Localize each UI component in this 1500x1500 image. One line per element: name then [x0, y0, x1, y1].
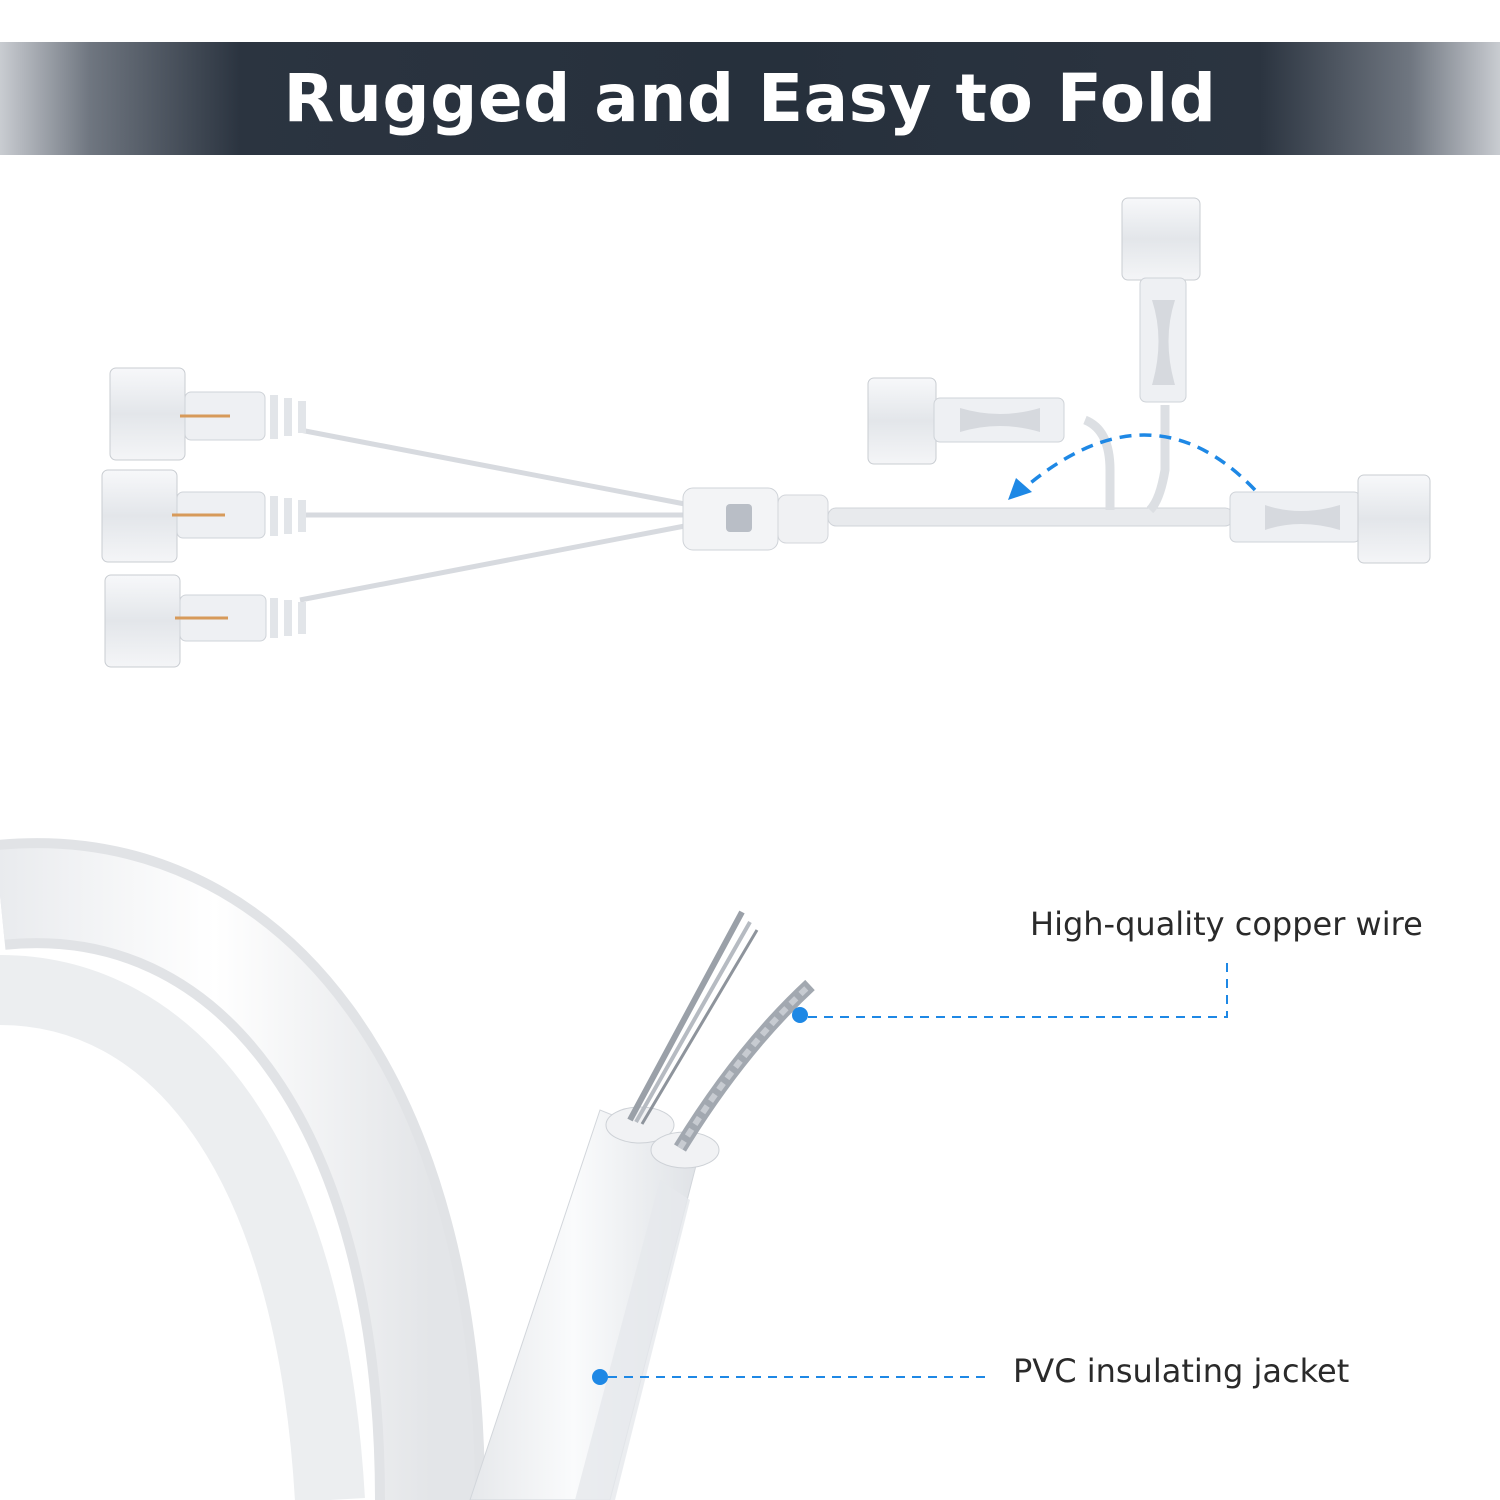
curved-arrow-icon [1008, 433, 1257, 500]
left-connector-bottom [104, 574, 306, 668]
copper-callout-leader [792, 958, 1228, 1023]
copper-strands [627, 910, 815, 1152]
folded-connector-top [1121, 197, 1201, 403]
cable-jacket [469, 1106, 720, 1500]
page-title: Rugged and Easy to Fold [283, 60, 1217, 137]
pvc-jacket-label: PVC insulating jacket [1013, 1352, 1350, 1390]
folded-connector-left [867, 377, 1065, 465]
left-connector-middle [101, 469, 306, 563]
title-banner: Rugged and Easy to Fold [0, 42, 1500, 155]
left-connector-top [109, 367, 306, 461]
right-connector [1229, 474, 1431, 564]
cable-coil [0, 838, 485, 1500]
splitter-hub [682, 487, 829, 551]
copper-wire-label: High-quality copper wire [1030, 905, 1423, 943]
splitter-cable [101, 197, 1431, 668]
pvc-callout-leader [592, 1369, 985, 1385]
